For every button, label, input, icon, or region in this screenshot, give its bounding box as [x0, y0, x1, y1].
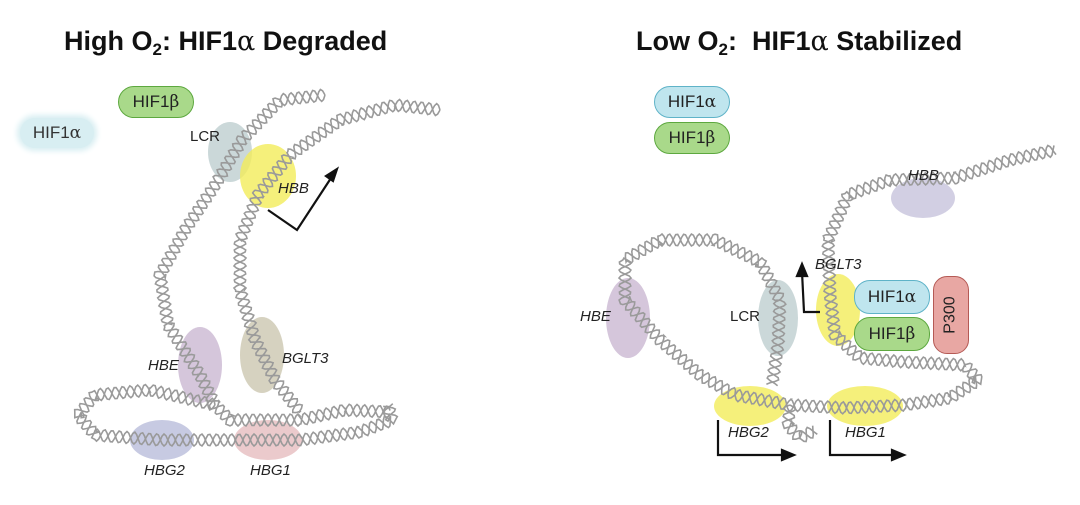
dna-strand-left-3 — [73, 383, 399, 448]
hbb-label-left: HBB — [278, 180, 309, 197]
lcr-highlight-right — [758, 280, 798, 356]
bglt3-label-left: BGLT3 — [282, 350, 329, 367]
dna-strand-left-2-strand-b — [232, 98, 441, 414]
hif1b-complex-greek: β — [905, 324, 916, 344]
hbg1-arrowhead-right — [890, 448, 907, 462]
hbg2-label-left: HBG2 — [144, 462, 185, 479]
dna-strand-right-2-strand-b — [734, 145, 1055, 415]
lcr-label-left: LCR — [190, 128, 221, 145]
hbb-highlight-right — [891, 178, 955, 218]
hif1a-right-greek: α — [704, 92, 717, 112]
hif1b-left-greek: β — [169, 92, 180, 112]
title-high-o2-subscript: 2 — [152, 40, 162, 59]
hif1b-complex-text: HIF1 — [868, 324, 906, 343]
hbe-label-right: HBE — [580, 308, 611, 325]
hbg1-highlight-right — [827, 386, 903, 426]
hif1a-complex-text: HIF1 — [867, 287, 905, 306]
dna-strand-right-1 — [617, 232, 787, 400]
hbg1-highlight-left — [234, 420, 302, 460]
hbb-arrowhead-left — [324, 166, 340, 183]
title-high-o2-suffix: Degraded — [255, 26, 388, 56]
bglt3-arrowhead-right — [795, 261, 809, 278]
bglt3-highlight-right — [816, 274, 860, 346]
hif1b-right-text: HIF1 — [668, 128, 706, 147]
dna-strand-right-3 — [781, 404, 818, 443]
p300-protein: P300 — [933, 276, 969, 354]
bglt3-label-right: BGLT3 — [815, 256, 862, 273]
p300-label: P300 — [942, 296, 959, 334]
hif1a-left-text: HIF1 — [32, 123, 70, 142]
hbb-arrow-left — [267, 174, 334, 232]
hbe-highlight-left — [178, 327, 222, 403]
title-high-o2-prefix: High O — [64, 26, 153, 56]
hbg2-highlight-right — [714, 386, 786, 426]
title-low-o2: Low O2: HIF1α Stabilized — [636, 26, 962, 60]
hbg1-arrow-right — [828, 420, 895, 457]
hif1b-right-greek: β — [705, 128, 716, 148]
title-high-o2-greek: α — [236, 26, 256, 57]
title-low-o2-suffix: Stabilized — [828, 26, 963, 56]
title-low-o2-subscript: 2 — [718, 40, 728, 59]
dna-strand-left-1-strand-b — [154, 89, 391, 428]
hif1a-left-greek: α — [69, 123, 82, 143]
transcription-arrows — [267, 166, 907, 462]
dna-strand-left-1 — [153, 88, 391, 428]
hbe-label-left: HBE — [148, 357, 179, 374]
hif1a-complex-greek: α — [904, 287, 917, 307]
dna-strand-right-1-strand-a — [618, 232, 787, 396]
hbg2-arrowhead-right — [780, 448, 797, 462]
title-high-o2: High O2: HIF1α Degraded — [64, 26, 387, 60]
hbb-label-right: HBB — [908, 167, 939, 184]
dna-strand-right-3-strand-b — [782, 404, 818, 443]
title-low-o2-middle: : HIF1 — [727, 26, 811, 56]
title-low-o2-greek: α — [810, 26, 829, 57]
hbe-highlight-right — [606, 278, 650, 358]
hbg2-arrow-right — [716, 420, 785, 457]
dna-strand-right-2-strand-a — [734, 144, 1057, 415]
dna-strand-left-3-strand-b — [73, 383, 399, 447]
dna-strand-right-2 — [734, 144, 1057, 415]
hbg2-label-right: HBG2 — [728, 424, 769, 441]
hbg1-label-right: HBG1 — [845, 424, 886, 441]
title-low-o2-prefix: Low O — [636, 26, 719, 56]
hif1b-left-text: HIF1 — [132, 92, 170, 111]
hbg1-label-left: HBG1 — [250, 462, 291, 479]
hif1a-right-text: HIF1 — [667, 92, 705, 111]
lcr-label-right: LCR — [730, 308, 761, 325]
dna-strand-left-2 — [232, 98, 441, 414]
hbg2-highlight-left — [130, 420, 194, 460]
bglt3-arrow-right — [800, 271, 820, 314]
title-high-o2-middle: : HIF1 — [161, 26, 237, 56]
dna-strand-right-1-strand-b — [617, 232, 787, 400]
dna-strands — [73, 88, 1057, 448]
